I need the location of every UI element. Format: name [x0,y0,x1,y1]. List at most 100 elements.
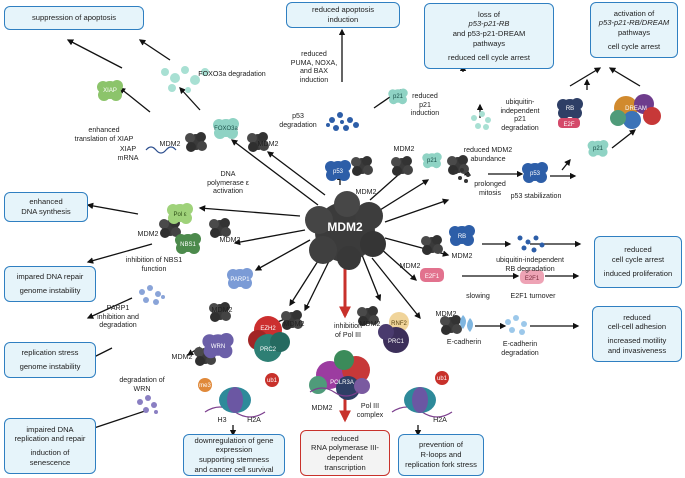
box-pol3-transcription: reduced RNA polymerase III- dependent tr… [300,430,390,476]
label-mdm2-ecadherin: MDM2 [435,310,457,318]
box-text: genome instability [19,286,81,295]
box-downregulation: downregulation of gene expression suppor… [183,434,285,476]
box-text: dependent [327,453,363,462]
p21-label-right: p21 [593,146,604,152]
prc1-complex [378,312,409,353]
box-text: reduced apoptosis [311,5,375,15]
e2f-label: E2F [563,122,574,128]
box-adhesion: reduced cell-cell adhesion increased mot… [592,306,682,362]
ecadherin-protein [460,315,473,332]
me3-label: me3 [199,383,211,389]
box-dna-repair: impared DNA repair genome instability [4,266,96,302]
box-text: transcription [324,462,366,472]
box-text: expression [215,445,253,455]
box-loss-pathways: loss of p53-p21-RB and p53-p21-DREAM pat… [424,3,554,69]
box-text: and cancer cell survival [194,464,274,474]
nbs1-label: NBS1 [180,242,196,248]
box-text: RNA polymerase III- [311,443,379,453]
box-text: senescence [29,457,71,467]
prc2-complex [248,316,290,362]
box-text: replication and repair [14,434,86,444]
label-mdm2-prc2: MDM2 [283,320,305,328]
rb-label-top: RB [566,106,574,112]
box-text: cell cycle arrest [611,255,665,265]
xiap-mrna [145,146,177,154]
label-foxo3a-degradation: FOXO3a degradation [198,70,266,78]
box-text: cell cycle arrest [607,41,661,51]
nucleosome-right [391,371,453,418]
label-mdm2-xiap: MDM2 [159,140,181,148]
dream-complex [610,94,661,129]
box-text: induction of [30,448,70,457]
box-text: reduced [623,312,651,322]
box-impaired-repair: impaired DNA replication and repair indu… [4,418,96,474]
wrn-label: WRN [211,344,225,350]
p21-label-top: p21 [393,94,404,100]
box-text: suppression of apoptosis [31,13,116,23]
box-text: pathways [617,28,651,37]
dream-label: DREAM [625,106,647,112]
box-dna-synthesis: enhanced DNA synthesis [4,192,88,222]
label-mdm2-rb: MDM2 [451,252,473,260]
p53-fragments [326,112,359,131]
label-mdm2-e2f1: MDM2 [399,262,421,270]
box-text: induced proliferation [603,268,673,278]
label-h3: H3 [217,416,227,424]
hub-label: MDM2 [327,220,363,234]
box-activation: activation of p53-p21-RB/DREAM pathways … [590,2,678,58]
box-cell-cycle: reduced cell cycle arrest induced prolif… [594,236,682,288]
label-mdm2-foxo3a: MDM2 [257,140,279,148]
rb-e2f-complex [557,98,583,128]
label-h2a-right: H2A [433,416,447,424]
label-slowing: slowing [466,292,490,300]
rb-label-mid: RB [458,234,466,240]
box-text: pathways [472,38,506,48]
box-text: increased motility [607,336,667,345]
box-text: p53-p21-RB/DREAM [598,18,670,28]
p53-label-right: p53 [530,171,541,177]
box-text: induction [327,15,359,24]
label-mdm2-nbs1: MDM2 [219,236,241,244]
box-text: downregulation of gene [194,435,274,445]
ezh2-label: EZH2 [260,326,276,332]
label-p53-stabilization: p53 stabilization [510,192,562,200]
p21-label-mid: p21 [427,158,438,164]
label-mdm2-pole: MDM2 [137,230,159,238]
box-text: p53-p21-RB [468,19,510,29]
parp1-label: PARP1 [230,277,250,283]
ecadherin-fragments [505,315,527,335]
box-text: impared DNA repair [16,272,84,282]
e2f1-label: E2F1 [425,274,440,280]
box-text: impaired DNA [26,424,74,434]
p21-fragments [471,111,491,130]
rb-fragments [517,235,545,253]
label-mdm2-p21: MDM2 [393,145,415,153]
label-mdm2-parp1: MDM2 [211,306,233,314]
box-replication-stress: replication stress genome instability [4,342,96,378]
wrn-fragments [137,395,158,414]
box-text: cell-cell adhesion [607,322,667,332]
box-text: and p53-p21-DREAM [452,29,526,39]
box-rloops: prevention of R-loops and replication fo… [398,434,484,476]
box-text: supporting stemness [198,455,270,464]
mdm2-fragments [454,168,470,183]
e2f1-label-2: E2F1 [525,276,540,282]
parp1-fragments [139,285,165,305]
label-mdm2-wrn: MDM2 [171,353,193,361]
box-reduced-apoptosis: reduced apoptosis induction [286,2,400,28]
box-text: reduced cell cycle arrest [448,52,530,62]
